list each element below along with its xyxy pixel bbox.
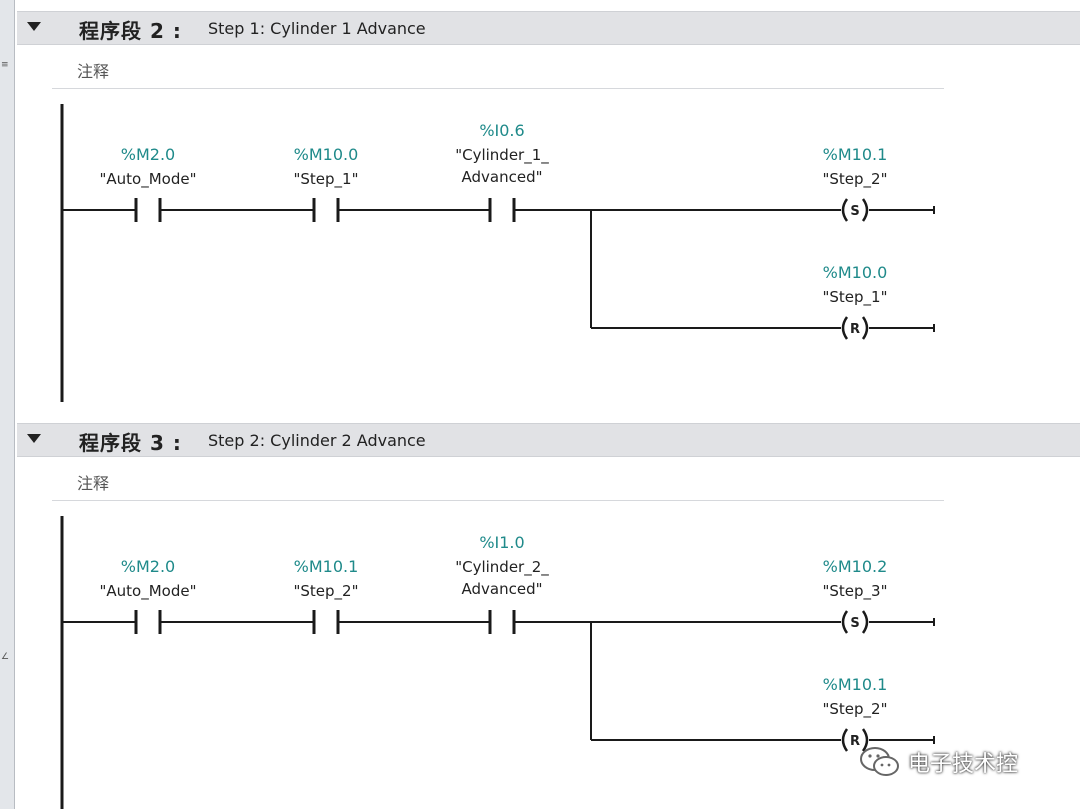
collapse-arrow-icon[interactable] xyxy=(27,434,41,443)
coil-address: %M10.1 xyxy=(823,675,888,694)
ladder-network: %M2.0 "Auto_Mode" %M10.0 "Step_1" %I0.6 "Cyli… xyxy=(60,104,935,402)
contact-address: %I1.0 xyxy=(479,533,524,552)
coil-tag: "Step_1" xyxy=(823,288,888,307)
network-subtitle[interactable]: Step 1: Cylinder 1 Advance xyxy=(208,19,426,38)
contact-tag: "Cylinder_2_ xyxy=(455,558,549,577)
network-title: 程序段 3 : xyxy=(79,431,182,455)
contact-tag: "Auto_Mode" xyxy=(100,170,197,189)
no-contact[interactable] xyxy=(134,198,162,222)
coil-type: R xyxy=(850,734,860,749)
collapse-arrow-icon[interactable] xyxy=(27,22,41,31)
no-contact[interactable] xyxy=(488,198,516,222)
network-title: 程序段 2 : xyxy=(79,19,182,43)
coil-address: %M10.1 xyxy=(823,145,888,164)
ladder-network: %M2.0 "Auto_Mode" %M10.1 "Step_2" %I1.0 "Cyli… xyxy=(60,516,935,809)
coil[interactable]: S xyxy=(841,198,869,222)
coil-tag: "Step_2" xyxy=(823,170,888,189)
network-comment[interactable]: 注释 xyxy=(52,54,944,89)
strip-pin-icon: ∠ xyxy=(1,652,10,662)
strip-grip-icon: ≡ xyxy=(1,60,9,70)
wechat-icon xyxy=(860,747,899,776)
no-contact[interactable] xyxy=(312,198,340,222)
network-header[interactable]: 程序段 3 : Step 2: Cylinder 2 Advance xyxy=(17,423,1080,457)
network-subtitle[interactable]: Step 2: Cylinder 2 Advance xyxy=(208,431,426,450)
contact-tag: "Step_2" xyxy=(294,582,359,601)
contact-tag: Advanced" xyxy=(462,168,543,186)
coil-type: S xyxy=(850,616,859,631)
contact-address: %M2.0 xyxy=(121,145,175,164)
coil-address: %M10.0 xyxy=(823,263,888,282)
watermark: 电子技术控 xyxy=(858,744,1018,780)
contact-address: %M10.1 xyxy=(294,557,359,576)
contact-address: %M2.0 xyxy=(121,557,175,576)
coil-address: %M10.2 xyxy=(823,557,888,576)
watermark-text: 电子技术控 xyxy=(908,752,1019,777)
contact-tag: Advanced" xyxy=(462,580,543,598)
coil[interactable]: R xyxy=(841,316,869,340)
coil-type: S xyxy=(850,204,859,219)
left-panel-strip[interactable]: ≡ ∠ xyxy=(0,0,15,809)
comment-label: 注释 xyxy=(77,62,110,81)
no-contact[interactable] xyxy=(488,610,516,634)
coil[interactable]: R xyxy=(841,728,869,752)
coil[interactable]: S xyxy=(841,610,869,634)
network-comment[interactable]: 注释 xyxy=(52,466,944,501)
contact-tag: "Cylinder_1_ xyxy=(455,146,549,165)
no-contact[interactable] xyxy=(312,610,340,634)
coil-tag: "Step_2" xyxy=(823,700,888,719)
coil-tag: "Step_3" xyxy=(823,582,888,601)
contact-tag: "Step_1" xyxy=(294,170,359,189)
network-header[interactable]: 程序段 2 : Step 1: Cylinder 1 Advance xyxy=(17,11,1080,45)
comment-label: 注释 xyxy=(77,474,110,493)
contact-tag: "Auto_Mode" xyxy=(100,582,197,601)
contact-address: %I0.6 xyxy=(479,121,524,140)
contact-address: %M10.0 xyxy=(294,145,359,164)
coil-type: R xyxy=(850,322,860,337)
no-contact[interactable] xyxy=(134,610,162,634)
